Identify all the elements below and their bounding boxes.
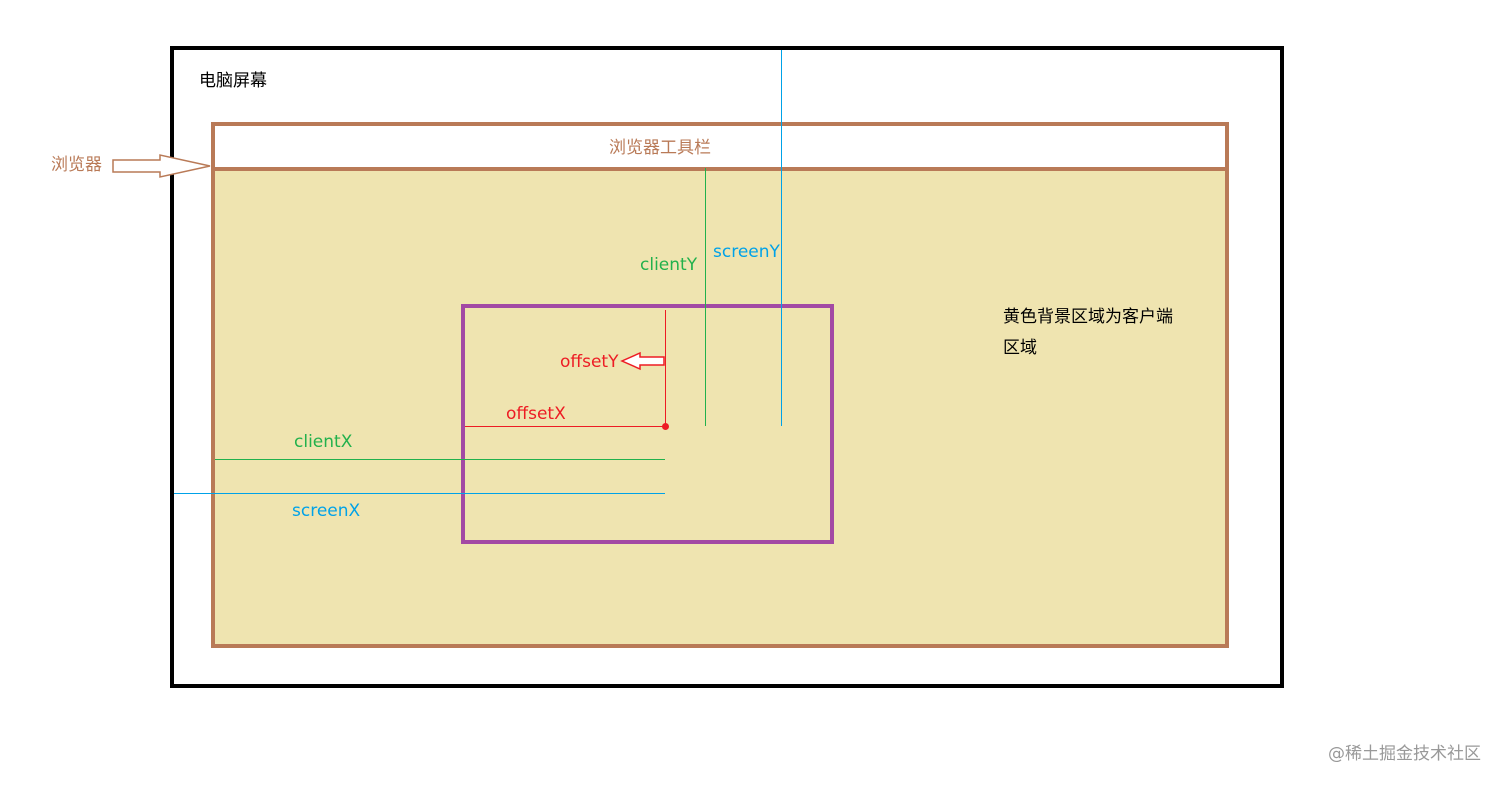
screeny-line	[781, 50, 782, 426]
clientx-line	[215, 459, 665, 460]
browser-toolbar	[215, 126, 1225, 171]
browser-label: 浏览器	[51, 155, 102, 175]
client-area-label-line2: 区域	[1003, 338, 1037, 358]
toolbar-label: 浏览器工具栏	[609, 138, 711, 158]
offsetx-line	[465, 426, 665, 427]
screenx-label: screenX	[292, 501, 361, 521]
watermark: @稀土掘金技术社区	[1328, 744, 1481, 764]
clienty-line	[705, 168, 706, 426]
browser-arrow-icon	[112, 154, 211, 178]
offsety-label: offsetY	[560, 352, 619, 372]
offsetx-label: offsetX	[506, 404, 566, 424]
client-area-label: 黄色背景区域为客户端 区域	[1003, 302, 1173, 364]
screenx-line	[174, 493, 665, 494]
screen-label: 电脑屏幕	[199, 71, 267, 91]
client-area-label-line1: 黄色背景区域为客户端	[1003, 307, 1173, 327]
offsety-line	[665, 310, 666, 427]
mouse-point	[662, 423, 669, 430]
screeny-label: screenY	[713, 242, 780, 262]
target-element-box	[461, 304, 834, 544]
clientx-label: clientX	[294, 432, 353, 452]
offsety-arrow-icon	[620, 351, 665, 371]
browser-window	[211, 122, 1229, 648]
clienty-label: clientY	[640, 255, 698, 275]
